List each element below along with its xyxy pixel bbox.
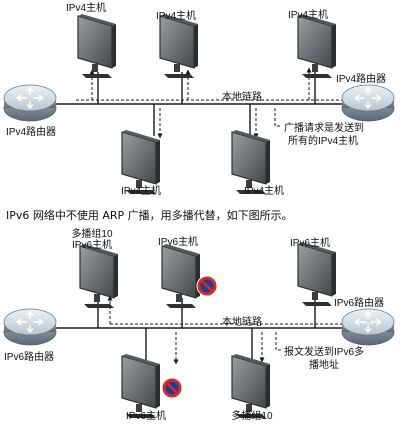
bottom-host-1-label: IPv6主机	[71, 240, 113, 251]
bottom-note-arrow	[275, 332, 282, 351]
top-router-left-label: IPv4路由器	[6, 127, 57, 138]
top-host-5-monitor-icon	[231, 129, 271, 195]
bottom-router-left-label: IPv6路由器	[4, 352, 55, 363]
bottom-host-2-label: IPv6主机	[157, 237, 199, 248]
top-host-3-label: IPv4主机	[287, 10, 329, 21]
top-router-right-icon	[341, 84, 395, 122]
top-diagram	[3, 13, 395, 195]
top-link-label: 本地链路	[222, 92, 262, 103]
bottom-host-3-label: IPv6主机	[289, 238, 331, 249]
top-host-5-label: IPv4主机	[243, 186, 285, 197]
top-host-4-label: IPv4主机	[120, 186, 162, 197]
bottom-router-right-label: IPv6路由器	[334, 298, 385, 309]
bottom-router-right-icon	[341, 308, 395, 346]
top-note-arrow	[274, 108, 282, 127]
bottom-note-line2: 播地址	[309, 360, 339, 371]
blocked-sign-icon	[160, 376, 184, 400]
bottom-note: 报文发送到IPv6多 播地址	[284, 346, 364, 372]
bottom-host-5-monitor-icon	[231, 353, 271, 419]
bottom-diagram: IPv6	[3, 241, 395, 419]
bottom-host-3-monitor-icon	[297, 241, 337, 307]
top-host-2-monitor-icon	[159, 13, 199, 79]
bottom-note-line1: 报文发送到IPv6多	[284, 347, 365, 358]
top-host-2-label: IPv4主机	[155, 11, 197, 22]
blocked-sign-icon	[195, 274, 219, 298]
top-host-3-monitor-icon	[297, 13, 337, 79]
bottom-host-4-label: IPv6主机	[125, 411, 167, 422]
top-note-line2: 所有的IPv4主机	[288, 136, 359, 147]
top-host-1-monitor-icon	[77, 13, 117, 79]
ipv6-router-badge: IPv6	[363, 321, 373, 327]
bottom-host-4-monitor-icon	[121, 353, 161, 419]
top-router-left-icon	[3, 84, 57, 122]
bottom-host-1-monitor-icon	[79, 243, 119, 309]
bottom-host-5-group-label: 多播组10	[231, 411, 273, 422]
top-host-4-monitor-icon	[121, 129, 161, 195]
top-host-1-label: IPv4主机	[65, 3, 107, 14]
top-note: 广播请求是发送到 所有的IPv4主机	[284, 122, 364, 148]
top-note-line1: 广播请求是发送到	[284, 123, 364, 134]
top-router-right-label: IPv4路由器	[336, 74, 387, 85]
bottom-router-left-icon	[3, 308, 57, 346]
bottom-host-2-monitor-icon	[161, 243, 201, 309]
bottom-host-1-group-label: 多播组10	[71, 229, 113, 240]
caption-text: IPv6 网络中不使用 ARP 广播，用多播代替，如下图所示。	[6, 209, 293, 222]
bottom-link-label: 本地链路	[222, 317, 262, 328]
